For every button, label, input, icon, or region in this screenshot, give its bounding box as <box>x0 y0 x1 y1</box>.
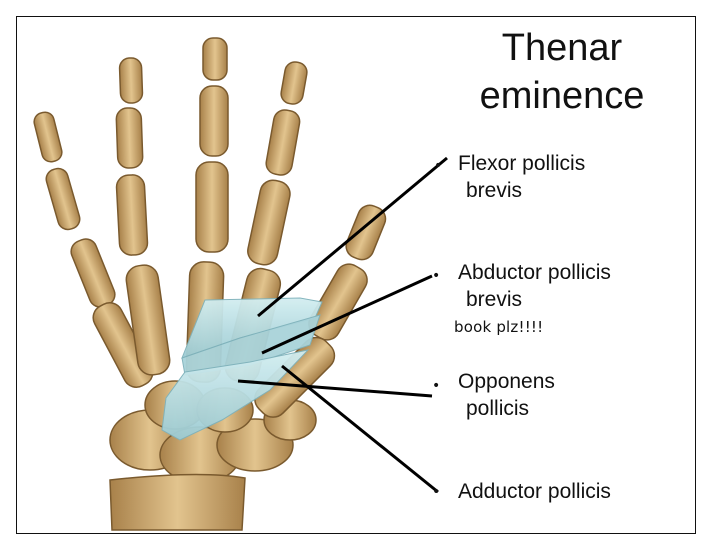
label-line-1: Flexor pollicis <box>458 152 586 175</box>
bullet-icon: • <box>432 378 441 394</box>
diagram-title: Thenar eminence <box>462 24 662 120</box>
handwritten-note: book plz!!!! <box>454 318 544 336</box>
label-opponens-pollicis: Opponens pollicis <box>458 368 555 422</box>
label-abductor-pollicis-brevis: Abductor pollicis brevis <box>458 259 611 313</box>
label-line-1: Abductor pollicis <box>458 261 611 284</box>
ring-finger-bones <box>115 57 171 376</box>
label-line-1: Adductor pollicis <box>458 480 611 503</box>
label-adductor-pollicis: Adductor pollicis <box>458 478 611 505</box>
thenar-muscles <box>161 297 323 441</box>
title-line-1: Thenar <box>501 27 623 69</box>
label-flexor-pollicis-brevis: Flexor pollicis brevis <box>458 150 585 204</box>
bullet-icon: • <box>432 484 441 500</box>
label-line-2: brevis <box>466 288 523 311</box>
opponens-pollicis-shape <box>161 349 310 441</box>
little-finger-bones <box>33 111 154 388</box>
leader-lines <box>237 156 448 494</box>
label-line-2: brevis <box>466 179 523 202</box>
bullet-icon: • <box>432 268 441 284</box>
title-line-2: eminence <box>479 75 645 117</box>
label-line-2: pollicis <box>466 397 530 420</box>
label-line-1: Opponens <box>458 370 555 393</box>
bullet-icon: • <box>434 158 443 174</box>
